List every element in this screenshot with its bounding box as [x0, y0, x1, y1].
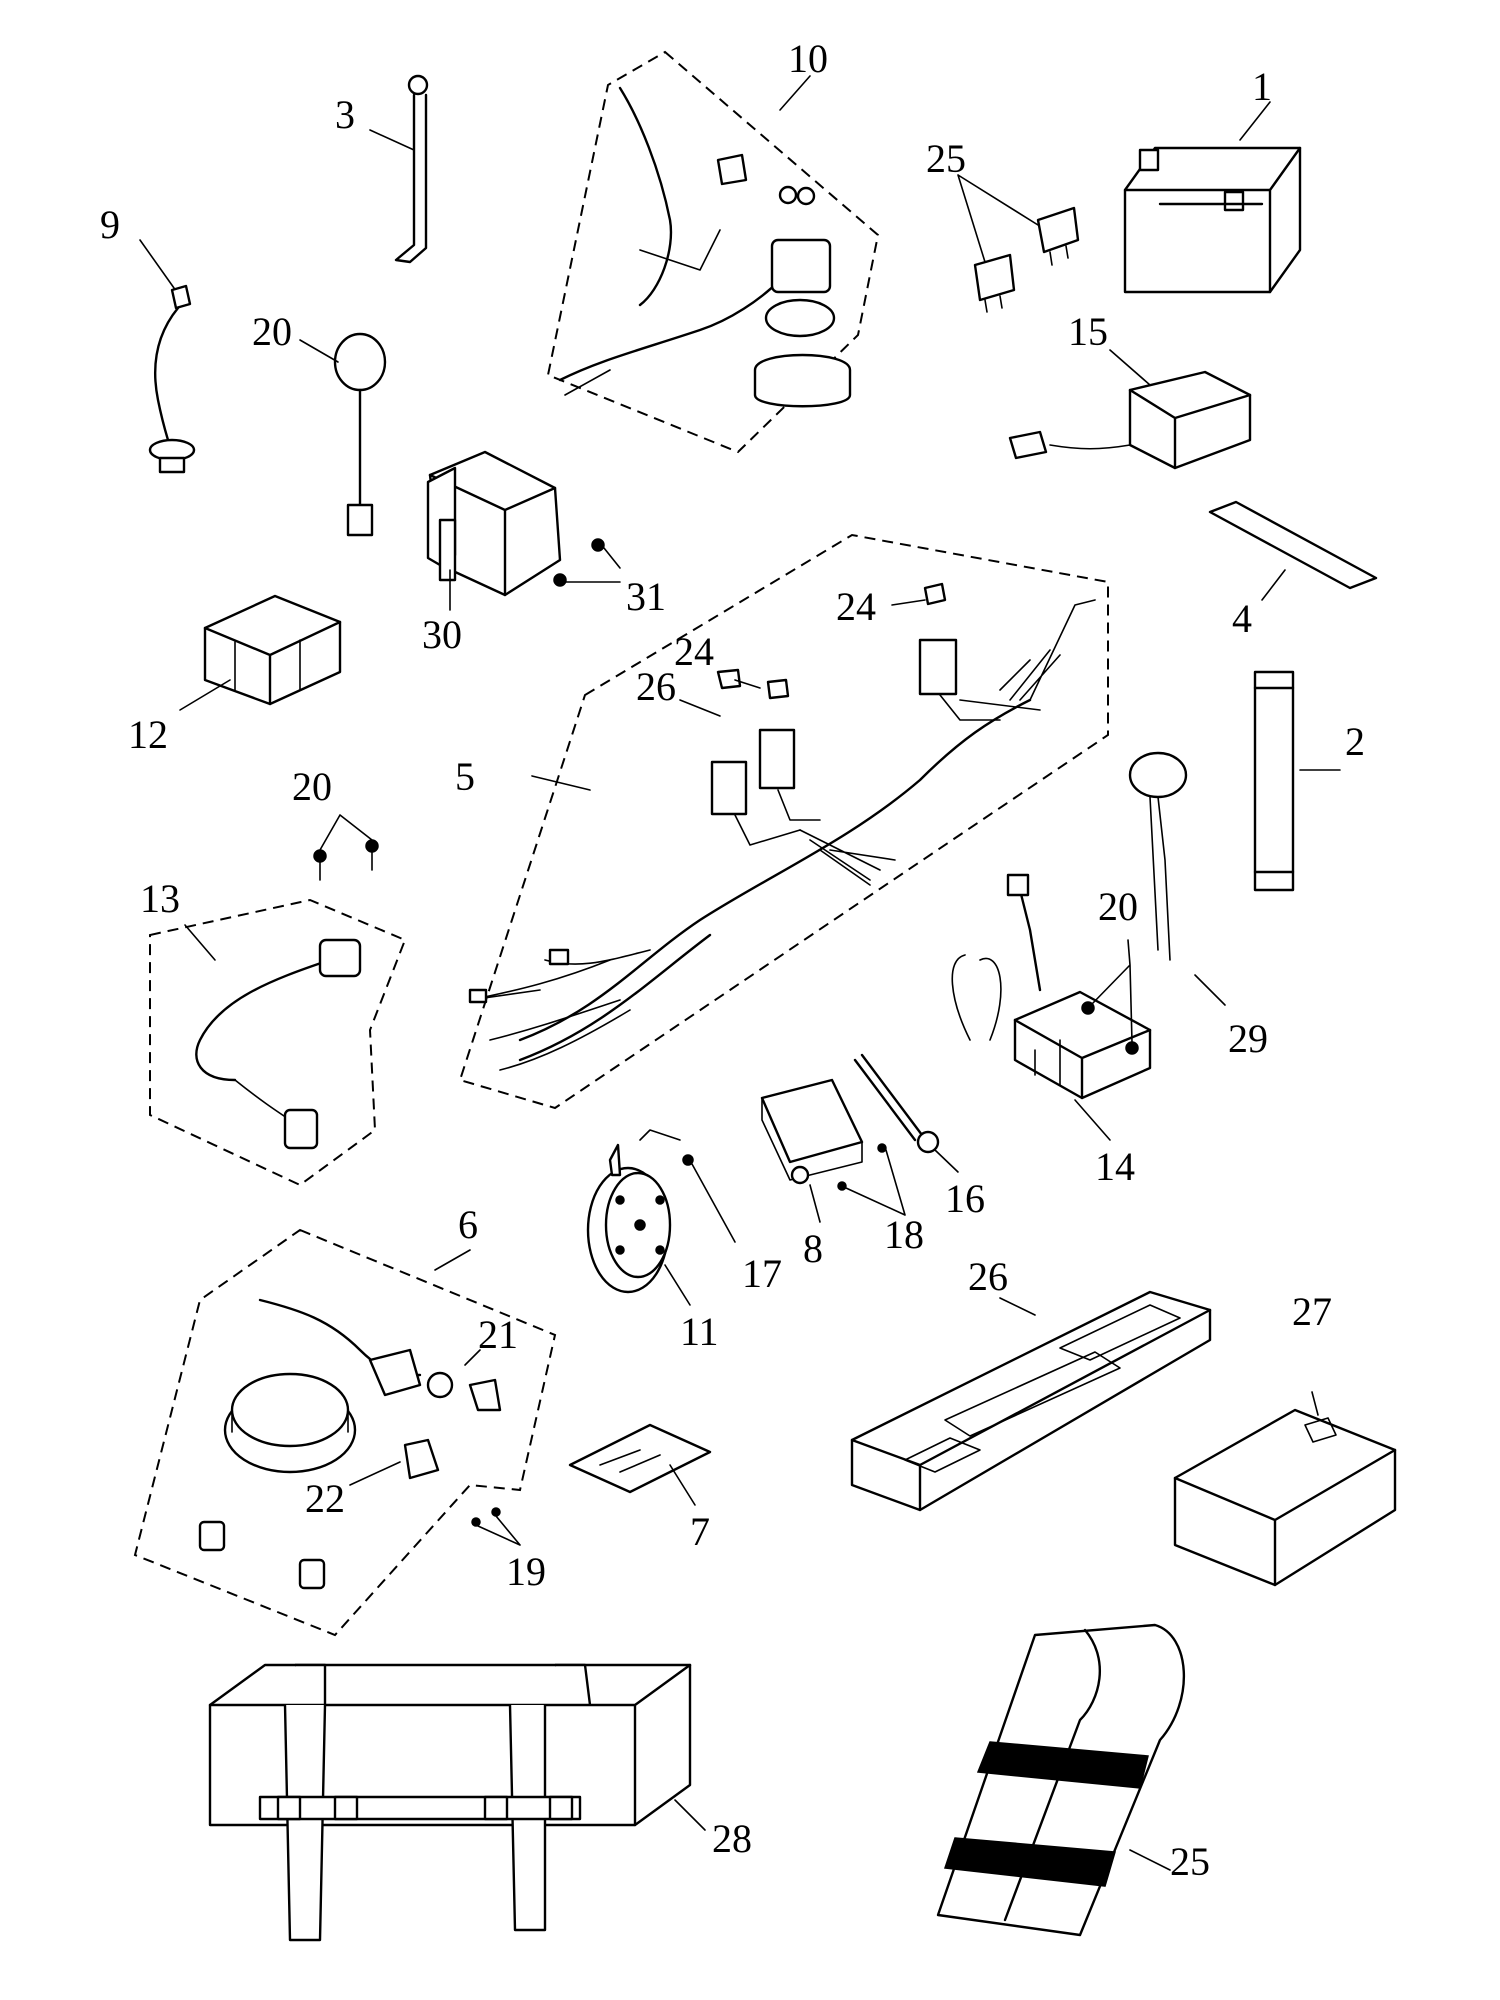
callout-15: 15: [1068, 309, 1108, 354]
wire-harness-group: [458, 533, 1109, 1110]
callout-21: 20: [252, 309, 292, 354]
callout-20a: 20: [292, 764, 332, 809]
tool-box-part: [850, 1290, 1212, 1512]
callout-33: 31: [626, 574, 666, 619]
callout-1: 1: [1252, 64, 1272, 109]
callout-9: 9: [100, 202, 120, 247]
fuel-sender-group: [149, 898, 407, 1187]
callout-10: 10: [788, 36, 828, 81]
starter-relay-group: [546, 50, 880, 454]
callout-31: 29: [1228, 1016, 1268, 1061]
battery-pad-part: [1208, 500, 1378, 601]
callout-24a: 24: [836, 584, 876, 629]
callout-5: 5: [455, 754, 475, 799]
callout-8: 8: [803, 1226, 823, 1271]
callout-17: 17: [742, 1251, 782, 1296]
ground-cable-part: [369, 74, 429, 264]
callout-11: 11: [680, 1309, 719, 1354]
callout-18: 18: [884, 1212, 924, 1257]
callout-26: 26: [636, 664, 676, 709]
callout-7: 7: [690, 1509, 710, 1554]
callout-25: 25: [926, 136, 966, 181]
callout-4: 4: [1232, 596, 1252, 641]
pressure-switch-part: [299, 332, 387, 537]
callout-29: 27: [1292, 1289, 1332, 1334]
callout-22: 21: [478, 1312, 518, 1357]
callout-14: 14: [1095, 1144, 1135, 1189]
callout-24b: 24: [674, 629, 714, 674]
switch-lead-part: [1128, 751, 1226, 1006]
cable-tie-part: [853, 1053, 959, 1173]
callout-13: 13: [140, 876, 180, 921]
battery-part: [1123, 101, 1302, 294]
seat-cover-part: [936, 1623, 1186, 1937]
relays-part: [957, 174, 1080, 313]
starter-solenoid-part: [426, 450, 562, 611]
callout-32: 30: [422, 612, 462, 657]
bracket-part: [568, 1423, 712, 1506]
callout-19: 19: [506, 1549, 546, 1594]
horn-part: [586, 1129, 691, 1306]
callout-16: 16: [945, 1176, 985, 1221]
callout-6: 6: [458, 1202, 478, 1247]
tool-bag-part: [208, 1663, 706, 1942]
callout-30: 28: [712, 1816, 752, 1861]
cdi-unit-part: [760, 1078, 864, 1223]
stator-group: [133, 1228, 557, 1637]
callout-28: 26: [968, 1254, 1008, 1299]
document-case-part: [1173, 1391, 1397, 1587]
callout-20b: 20: [1098, 884, 1138, 929]
sensor-switch-part: [139, 239, 196, 474]
callout-3: 3: [335, 92, 355, 137]
callout-23: 22: [305, 1476, 345, 1521]
callout-2: 2: [1345, 719, 1365, 764]
callout-27: 25: [1170, 1839, 1210, 1884]
regulator-part: [179, 594, 342, 711]
battery-strap-part: [1253, 670, 1341, 892]
rectifier-part: [951, 873, 1152, 1141]
callout-12: 12: [128, 712, 168, 757]
ignition-coil-part: [1008, 349, 1252, 470]
